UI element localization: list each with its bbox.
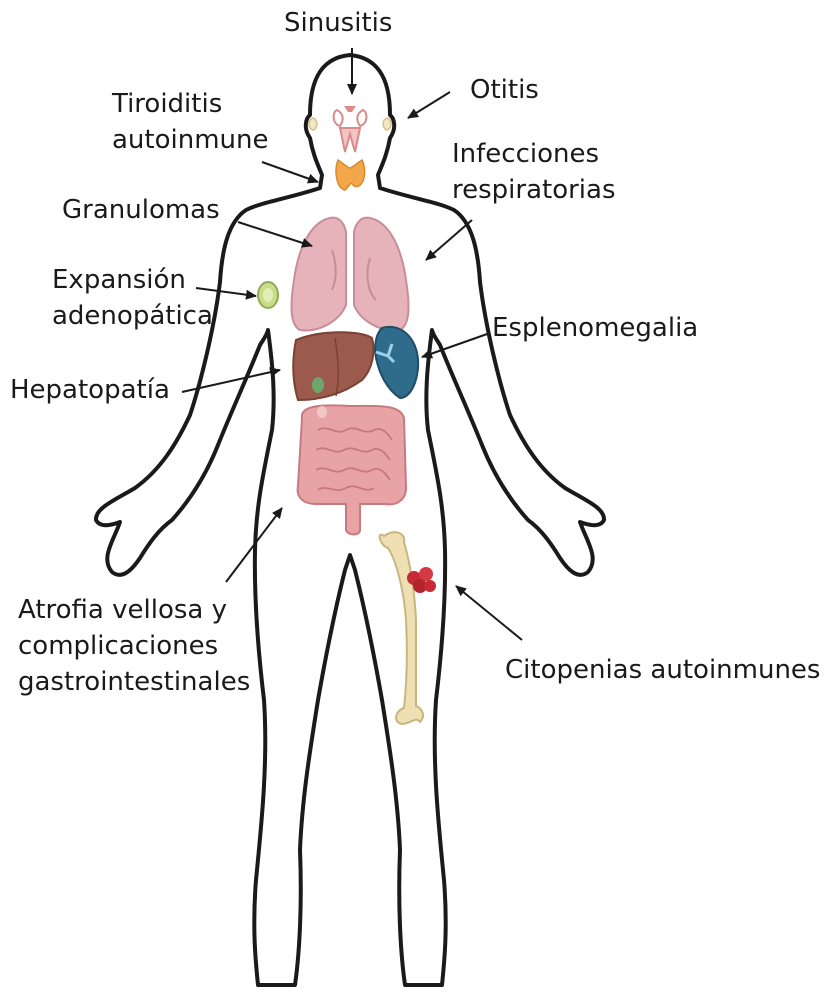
label-infecciones-line1: Infecciones (452, 136, 616, 172)
label-sinusitis: Sinusitis (284, 5, 392, 41)
label-otitis: Otitis (470, 72, 539, 108)
label-infecciones-line2: respiratorias (452, 172, 616, 208)
label-granulomas: Granulomas (62, 192, 220, 228)
label-atrofia-line2: complicaciones (18, 628, 250, 664)
label-esplenomegalia: Esplenomegalia (492, 310, 698, 346)
label-esplenomegalia-text: Esplenomegalia (492, 310, 698, 346)
label-citopenias-text: Citopenias autoinmunes (505, 652, 820, 688)
label-expansion-line1: Expansión (52, 262, 213, 298)
label-atrofia-line3: gastrointestinales (18, 664, 250, 700)
label-infecciones-respiratorias: Infecciones respiratorias (452, 136, 616, 208)
label-hepatopatia-text: Hepatopatía (10, 372, 170, 408)
arrow-citopenias (456, 586, 522, 640)
label-hepatopatia: Hepatopatía (10, 372, 170, 408)
label-expansion-line2: adenopática (52, 298, 213, 334)
label-tiroiditis-line1: Tiroiditis (112, 86, 269, 122)
label-atrofia-line1: Atrofia vellosa y (18, 592, 250, 628)
arrow-tiroiditis (262, 162, 318, 182)
label-granulomas-text: Granulomas (62, 192, 220, 228)
arrow-otitis (408, 92, 450, 118)
label-tiroiditis-line2: autoinmune (112, 122, 269, 158)
label-expansion-adenopatica: Expansión adenopática (52, 262, 213, 334)
label-sinusitis-text: Sinusitis (284, 5, 392, 41)
label-atrofia-vellosa: Atrofia vellosa y complicaciones gastroi… (18, 592, 250, 700)
label-citopenias-autoinmunes: Citopenias autoinmunes (505, 652, 820, 688)
lymph-node-graphic (258, 282, 278, 308)
label-tiroiditis: Tiroiditis autoinmune (112, 86, 269, 158)
label-otitis-text: Otitis (470, 72, 539, 108)
